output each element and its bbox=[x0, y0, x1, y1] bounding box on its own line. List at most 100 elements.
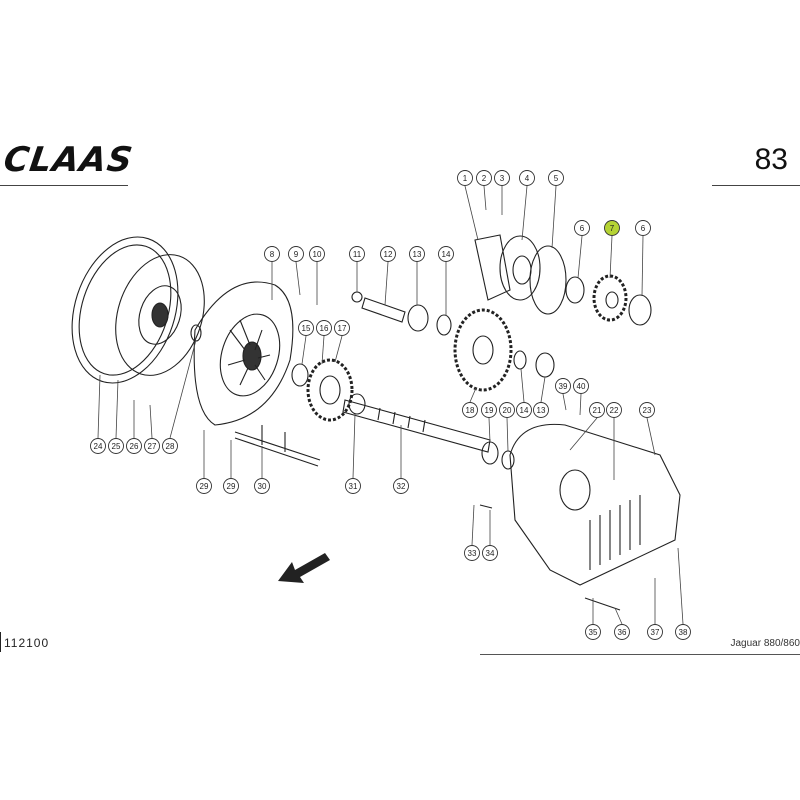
leader-line bbox=[609, 235, 613, 279]
callout-circle bbox=[108, 438, 124, 454]
leader-line bbox=[641, 235, 644, 297]
callout-8[interactable]: 8 bbox=[264, 246, 280, 301]
callout-6[interactable]: 6 bbox=[574, 220, 590, 279]
callout-circle bbox=[555, 378, 571, 394]
ring-11 bbox=[351, 291, 363, 303]
callout-7[interactable]: 7 bbox=[604, 220, 620, 279]
callout-25[interactable]: 25 bbox=[108, 379, 124, 454]
callout-29[interactable]: 29 bbox=[223, 440, 239, 494]
callout-13[interactable]: 13 bbox=[533, 376, 549, 418]
bearing-13 bbox=[407, 304, 429, 332]
callout-circle bbox=[144, 438, 160, 454]
callout-12[interactable]: 12 bbox=[380, 246, 396, 306]
callout-label: 1 bbox=[463, 174, 468, 183]
leader-line bbox=[579, 393, 582, 416]
callout-label: 2 bbox=[482, 174, 487, 183]
callout-16[interactable]: 16 bbox=[316, 320, 332, 365]
callout-circle bbox=[499, 402, 515, 418]
callout-24[interactable]: 24 bbox=[90, 374, 106, 454]
leader-line bbox=[384, 261, 389, 306]
callout-circle bbox=[519, 170, 535, 186]
callout-32[interactable]: 32 bbox=[393, 425, 409, 494]
callout-18[interactable]: 18 bbox=[462, 387, 478, 418]
callout-14[interactable]: 14 bbox=[516, 368, 532, 418]
clutch-disc bbox=[115, 254, 205, 376]
callout-1[interactable]: 1 bbox=[457, 170, 479, 241]
leader-line bbox=[295, 261, 301, 296]
leader-line bbox=[540, 376, 546, 403]
callout-2[interactable]: 2 bbox=[476, 170, 492, 211]
callout-11[interactable]: 11 bbox=[349, 246, 365, 293]
callout-5[interactable]: 5 bbox=[548, 170, 564, 249]
callout-label: 28 bbox=[166, 442, 175, 451]
callout-circle bbox=[606, 402, 622, 418]
bearing-6b bbox=[628, 294, 652, 326]
callout-40[interactable]: 40 bbox=[573, 378, 589, 416]
callout-3[interactable]: 3 bbox=[494, 170, 510, 216]
callout-35[interactable]: 35 bbox=[585, 598, 601, 640]
callout-circle bbox=[288, 246, 304, 262]
callout-36[interactable]: 36 bbox=[614, 607, 630, 640]
callout-19[interactable]: 19 bbox=[481, 402, 497, 443]
leader-line bbox=[169, 339, 197, 439]
callout-circle bbox=[647, 624, 663, 640]
callout-28[interactable]: 28 bbox=[162, 339, 197, 454]
callout-13[interactable]: 13 bbox=[409, 246, 425, 306]
callout-label: 37 bbox=[651, 628, 660, 637]
callout-label: 33 bbox=[468, 549, 477, 558]
callout-label: 38 bbox=[679, 628, 688, 637]
callout-9[interactable]: 9 bbox=[288, 246, 304, 296]
callout-23[interactable]: 23 bbox=[639, 402, 656, 456]
callout-38[interactable]: 38 bbox=[675, 547, 691, 640]
callout-37[interactable]: 37 bbox=[647, 578, 663, 640]
callout-label: 36 bbox=[618, 628, 627, 637]
callout-15[interactable]: 15 bbox=[298, 320, 314, 365]
callout-circle bbox=[162, 438, 178, 454]
callout-circle bbox=[533, 402, 549, 418]
callout-21[interactable]: 21 bbox=[569, 402, 605, 451]
callout-26[interactable]: 26 bbox=[126, 400, 142, 454]
callout-33[interactable]: 33 bbox=[464, 504, 480, 561]
callout-circle bbox=[589, 402, 605, 418]
leader-line bbox=[464, 185, 479, 241]
callout-circle bbox=[481, 402, 497, 418]
callout-4[interactable]: 4 bbox=[519, 170, 535, 241]
callout-circle bbox=[254, 478, 270, 494]
callout-circle bbox=[393, 478, 409, 494]
callout-27[interactable]: 27 bbox=[144, 404, 160, 454]
leader-line bbox=[483, 185, 487, 211]
callout-label: 8 bbox=[270, 250, 275, 259]
flange-housing bbox=[474, 234, 567, 315]
bearing-13b bbox=[535, 352, 555, 378]
callout-label: 9 bbox=[294, 250, 299, 259]
callout-10[interactable]: 10 bbox=[309, 246, 325, 306]
callout-14[interactable]: 14 bbox=[438, 246, 454, 317]
callout-31[interactable]: 31 bbox=[345, 413, 361, 494]
callout-20[interactable]: 20 bbox=[499, 402, 515, 452]
callout-circle bbox=[462, 402, 478, 418]
exploded-parts bbox=[71, 234, 681, 611]
callout-34[interactable]: 34 bbox=[482, 510, 498, 561]
header-divider-right bbox=[712, 185, 800, 186]
callout-39[interactable]: 39 bbox=[555, 378, 571, 411]
margin-bar bbox=[0, 632, 1, 652]
bearing-15 bbox=[291, 363, 309, 387]
callout-6[interactable]: 6 bbox=[635, 220, 651, 297]
callout-label: 27 bbox=[148, 442, 157, 451]
callout-circle bbox=[476, 170, 492, 186]
flywheel-ring bbox=[71, 236, 179, 384]
callout-label: 25 bbox=[112, 442, 121, 451]
callout-29[interactable]: 29 bbox=[196, 430, 212, 494]
callout-circle bbox=[457, 170, 473, 186]
leader-line bbox=[97, 374, 101, 439]
leader-line bbox=[551, 185, 557, 249]
callout-label: 32 bbox=[397, 482, 406, 491]
callout-label: 40 bbox=[577, 382, 586, 391]
callout-label: 3 bbox=[500, 174, 505, 183]
callout-label: 14 bbox=[520, 406, 529, 415]
callout-circle bbox=[196, 478, 212, 494]
callout-17[interactable]: 17 bbox=[334, 320, 350, 363]
callout-30[interactable]: 30 bbox=[254, 446, 270, 494]
callout-22[interactable]: 22 bbox=[606, 402, 622, 481]
shaft-12 bbox=[361, 297, 406, 323]
